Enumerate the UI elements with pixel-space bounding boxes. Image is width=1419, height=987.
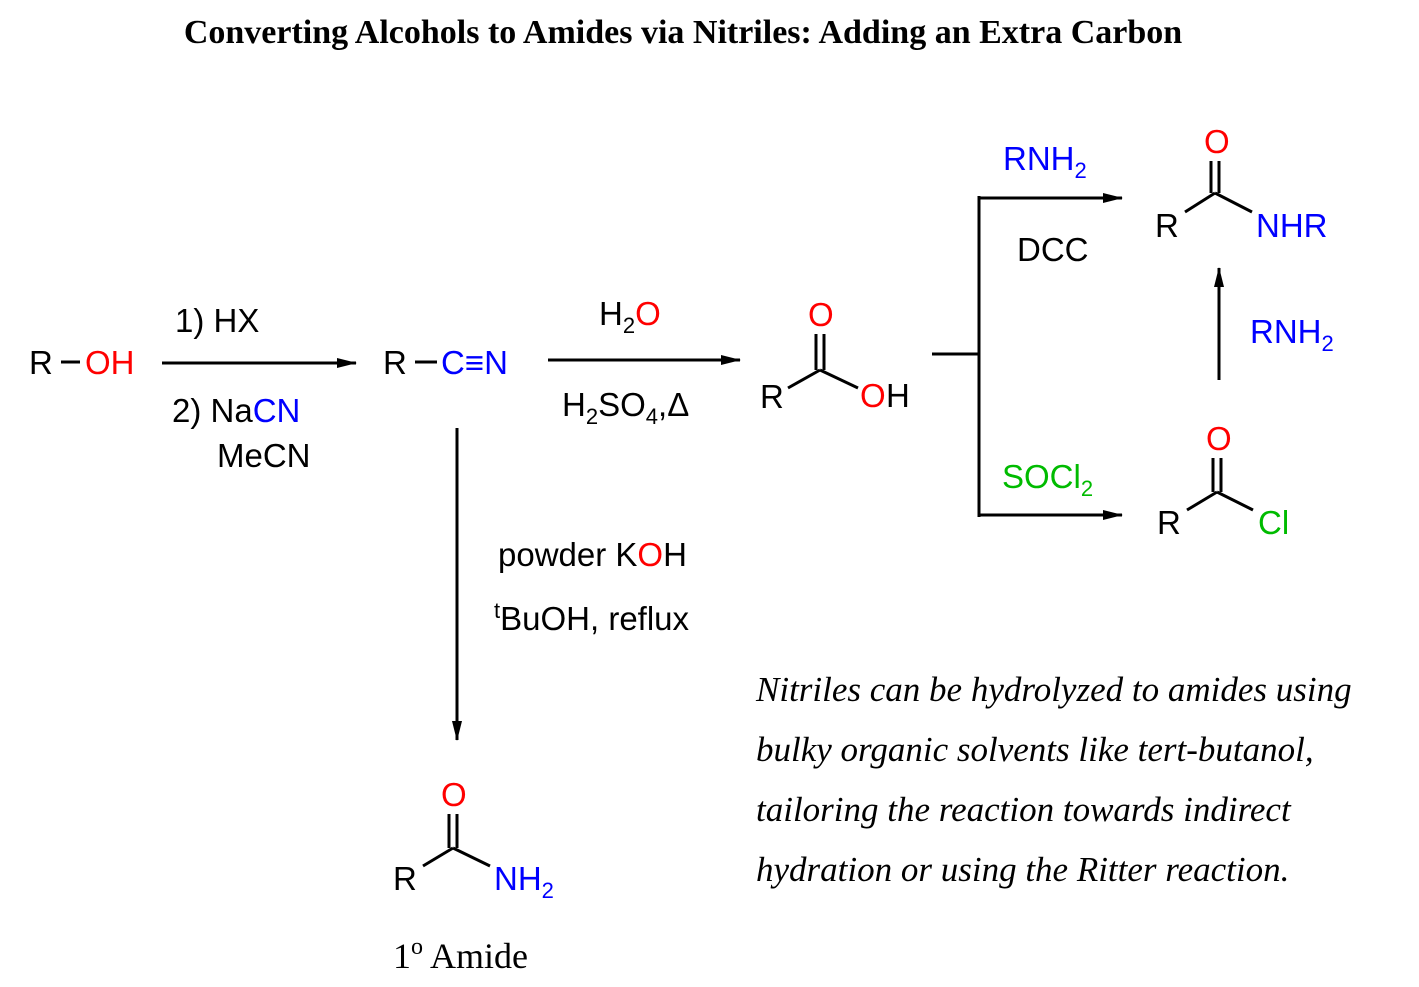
r-group-label: R (383, 344, 407, 381)
acid-sub2: 2 (586, 404, 598, 429)
carbonyl-oxygen: O (808, 296, 834, 333)
solvent-mecn: MeCN (217, 437, 311, 474)
socl-sub: 2 (1081, 476, 1093, 501)
r-bond (422, 846, 454, 868)
page-title: Converting Alcohols to Amides via Nitril… (183, 14, 1183, 51)
alcohol-molecule: R OH (29, 344, 135, 381)
acid-heat: ,Δ (658, 386, 689, 423)
reagent-amine-right: RNH2 (1250, 313, 1334, 356)
n-bond (452, 846, 491, 868)
cl-bond (1216, 490, 1254, 512)
nh-sub: 2 (542, 878, 554, 903)
secondary-amide-molecule: O R NHR (1155, 123, 1328, 244)
koh-prefix: powder K (498, 536, 637, 573)
caption-one: 1 (393, 936, 411, 976)
step2-conditions: H2O H2SO4,Δ (562, 295, 689, 429)
reagent-nacn-prefix: 2) Na (172, 392, 253, 429)
caption-degree: o (411, 934, 423, 960)
acid-chloride-molecule: O R Cl (1157, 420, 1289, 541)
carbonyl-oxygen: O (441, 776, 467, 813)
amine-dcc-conditions: RNH2 DCC (1003, 140, 1089, 268)
note-line: tailoring the reaction towards indirect (756, 790, 1291, 829)
primary-amide-molecule: O R NH2 (393, 776, 554, 903)
primary-amide-caption: 1o Amide (393, 934, 528, 976)
caption-word: Amide (423, 936, 528, 976)
reagent-dcc: DCC (1017, 231, 1089, 268)
reagent-sulfuric-acid: H2SO4,Δ (562, 386, 689, 429)
triple-bond: ≡ (465, 344, 484, 381)
amine-top-sub: 2 (1075, 158, 1087, 183)
reagent-koh: powder KOH (498, 536, 687, 573)
nitrile-carbon: C (441, 344, 465, 381)
nitrile-group-label: C≡N (441, 344, 508, 381)
hydroxyl-hydrogen: H (886, 377, 910, 414)
carbonyl-oxygen: O (1206, 420, 1232, 457)
reagent-hx: 1) HX (175, 302, 259, 339)
reagent-nacn: 2) NaCN (172, 392, 300, 429)
koh-h: H (663, 536, 687, 573)
acid-sub4: 4 (646, 404, 658, 429)
amide-nh2: NH2 (494, 860, 554, 903)
hydroxyl-oxygen: O (860, 377, 886, 414)
r-bond (1186, 490, 1218, 512)
step1-conditions: 1) HX 2) NaCN MeCN (172, 302, 311, 474)
nitrile-nitrogen: N (484, 344, 508, 381)
carboxylic-acid-molecule: O R O H (760, 296, 910, 415)
reagent-cn: CN (253, 392, 301, 429)
water-o: O (635, 295, 661, 332)
r-bond (1184, 191, 1216, 214)
step3-conditions: powder KOH tBuOH, reflux (494, 536, 690, 637)
n-bond (1214, 191, 1253, 214)
oh-bond (819, 368, 859, 390)
socl-text: SOCl (1002, 458, 1081, 495)
note-line: Nitriles can be hydrolyzed to amides usi… (756, 670, 1352, 709)
water-subscript: 2 (623, 313, 635, 338)
hydroxyl-label: OH (85, 344, 135, 381)
note-line: bulky organic solvents like tert-butanol… (756, 730, 1314, 769)
amine-top-text: RNH (1003, 140, 1075, 177)
tbuoh-text: BuOH, reflux (500, 600, 689, 637)
r-group-label: R (760, 378, 784, 415)
r-group-label: R (1155, 207, 1179, 244)
chlorine-label: Cl (1258, 504, 1289, 541)
reagent-thionyl-chloride: SOCl2 (1002, 458, 1093, 501)
amine-right-text: RNH (1250, 313, 1322, 350)
explanatory-note: Nitriles can be hydrolyzed to amides usi… (756, 660, 1416, 900)
reagent-water: H2O (599, 295, 661, 338)
r-group-label: R (29, 344, 53, 381)
acid-h: H (562, 386, 586, 423)
amide-nhr: NHR (1256, 207, 1328, 244)
koh-o: O (637, 536, 663, 573)
nitrile-molecule: R C≡N (383, 344, 508, 381)
nh-text: NH (494, 860, 542, 897)
r-bond (787, 368, 821, 390)
r-group-label: R (393, 860, 417, 897)
tert-superscript: t (494, 598, 500, 623)
carbonyl-oxygen: O (1204, 123, 1230, 160)
acid-so: SO (598, 386, 646, 423)
r-group-label: R (1157, 504, 1181, 541)
water-h: H (599, 295, 623, 332)
amine-right-sub: 2 (1322, 331, 1334, 356)
reagent-amine-top: RNH2 (1003, 140, 1087, 183)
solvent-tbuoh: tBuOH, reflux (494, 598, 690, 637)
branch-bracket (932, 193, 1123, 520)
note-line: hydration or using the Ritter reaction. (756, 850, 1290, 889)
